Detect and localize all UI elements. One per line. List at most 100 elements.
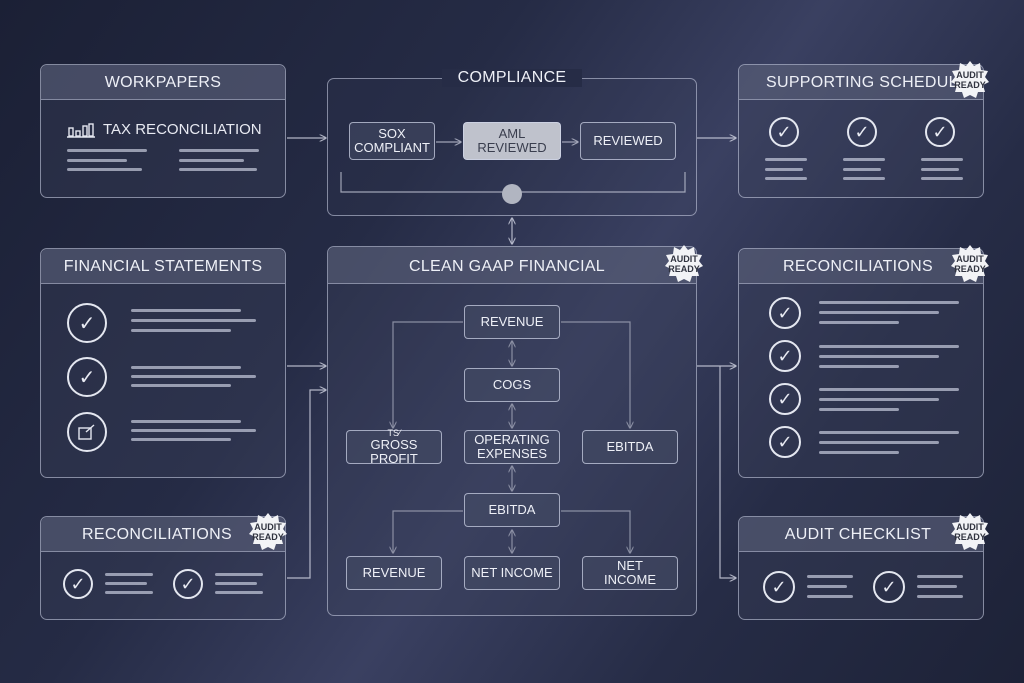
text-line bbox=[765, 158, 807, 161]
ebitda-mid-box[interactable]: EBITDA bbox=[464, 493, 560, 527]
workpapers-panel: WORKPAPERS TAX RECONCILIATION bbox=[40, 64, 286, 198]
text-line bbox=[819, 398, 939, 401]
text-line bbox=[819, 451, 899, 454]
gross-profit-label: GROSS PROFIT bbox=[370, 436, 418, 466]
text-line bbox=[67, 159, 127, 162]
text-line bbox=[819, 431, 959, 434]
reconciliations-right-title: RECONCILIATIONS bbox=[783, 258, 933, 275]
aml-reviewed-box[interactable]: AML REVIEWED bbox=[463, 122, 561, 160]
audit-checklist-panel: AUDIT CHECKLIST ✓ ✓ bbox=[738, 516, 984, 620]
text-line bbox=[215, 582, 257, 585]
edit-icon bbox=[67, 412, 107, 452]
checkmark-icon: ✓ bbox=[763, 571, 795, 603]
reviewed-box[interactable]: REVIEWED bbox=[580, 122, 676, 160]
text-line bbox=[819, 408, 899, 411]
supporting-schedule-title: SUPPORTING SCHEDULE bbox=[766, 74, 969, 91]
text-line bbox=[819, 365, 899, 368]
workpapers-title: WORKPAPERS bbox=[104, 74, 222, 91]
text-line bbox=[131, 375, 256, 378]
text-line bbox=[131, 429, 256, 432]
financial-statements-title: FINANCIAL STATEMENTS bbox=[63, 258, 263, 275]
checkmark-icon: ✓ bbox=[67, 357, 107, 397]
text-line bbox=[131, 438, 231, 441]
operating-expenses-box[interactable]: OPERATING EXPENSES bbox=[464, 430, 560, 464]
text-line bbox=[807, 595, 853, 598]
text-line bbox=[917, 595, 963, 598]
revenue-top-box[interactable]: REVENUE bbox=[464, 305, 560, 339]
text-line bbox=[819, 321, 899, 324]
gross-profit-box[interactable]: TS⁄ GROSS PROFIT bbox=[346, 427, 442, 466]
ebitda-right-box[interactable]: EBITDA bbox=[582, 430, 678, 464]
text-line bbox=[917, 585, 957, 588]
text-line bbox=[819, 345, 959, 348]
chart-icon bbox=[67, 122, 95, 138]
net-income-right-box[interactable]: NET INCOME bbox=[582, 556, 678, 590]
sox-compliant-box[interactable]: SOX COMPLIANT bbox=[349, 122, 435, 160]
text-line bbox=[131, 319, 256, 322]
checkmark-icon: ✓ bbox=[847, 117, 877, 147]
text-line bbox=[67, 168, 142, 171]
checkmark-icon: ✓ bbox=[769, 297, 801, 329]
checkmark-icon: ✓ bbox=[769, 383, 801, 415]
text-line bbox=[921, 158, 963, 161]
text-line bbox=[131, 309, 241, 312]
tax-reconciliation-label: TAX RECONCILIATION bbox=[103, 121, 262, 138]
text-line bbox=[131, 366, 241, 369]
checkmark-icon: ✓ bbox=[769, 117, 799, 147]
text-line bbox=[105, 582, 147, 585]
checkmark-icon: ✓ bbox=[925, 117, 955, 147]
revenue-bottom-box[interactable]: REVENUE bbox=[346, 556, 442, 590]
text-line bbox=[105, 573, 153, 576]
cogs-box[interactable]: COGS bbox=[464, 368, 560, 402]
financial-statements-panel: FINANCIAL STATEMENTS ✓ ✓ bbox=[40, 248, 286, 478]
text-line bbox=[131, 329, 231, 332]
checkmark-icon: ✓ bbox=[67, 303, 107, 343]
text-line bbox=[819, 441, 939, 444]
checkmark-icon: ✓ bbox=[63, 569, 93, 599]
tax-reconciliation-item[interactable]: TAX RECONCILIATION bbox=[67, 121, 262, 138]
text-line bbox=[215, 573, 263, 576]
text-line bbox=[819, 355, 939, 358]
supporting-schedule-panel: SUPPORTING SCHEDULE ✓ ✓ ✓ bbox=[738, 64, 984, 198]
text-line bbox=[131, 420, 241, 423]
text-line bbox=[131, 384, 231, 387]
text-line bbox=[921, 168, 959, 171]
text-line bbox=[819, 388, 959, 391]
text-line bbox=[807, 585, 847, 588]
text-line bbox=[843, 177, 885, 180]
text-line bbox=[921, 177, 963, 180]
text-line bbox=[179, 149, 259, 152]
text-line bbox=[819, 301, 959, 304]
checkmark-icon: ✓ bbox=[769, 426, 801, 458]
checkmark-icon: ✓ bbox=[873, 571, 905, 603]
text-line bbox=[807, 575, 853, 578]
text-line bbox=[765, 168, 803, 171]
tax-icon: TS⁄ bbox=[387, 427, 401, 438]
checkmark-icon: ✓ bbox=[173, 569, 203, 599]
reconciliations-left-title: RECONCILIATIONS bbox=[82, 526, 232, 543]
compliance-title: COMPLIANCE bbox=[442, 69, 582, 87]
connector-node bbox=[502, 184, 522, 204]
reconciliations-right-panel: RECONCILIATIONS ✓ ✓ ✓ ✓ bbox=[738, 248, 984, 478]
text-line bbox=[843, 168, 881, 171]
audit-checklist-title: AUDIT CHECKLIST bbox=[784, 526, 932, 543]
reconciliations-left-panel: RECONCILIATIONS ✓ ✓ bbox=[40, 516, 286, 620]
text-line bbox=[179, 159, 244, 162]
net-income-mid-box[interactable]: NET INCOME bbox=[464, 556, 560, 590]
checkmark-icon: ✓ bbox=[769, 340, 801, 372]
text-line bbox=[843, 158, 885, 161]
text-line bbox=[819, 311, 939, 314]
text-line bbox=[105, 591, 153, 594]
text-line bbox=[179, 168, 257, 171]
